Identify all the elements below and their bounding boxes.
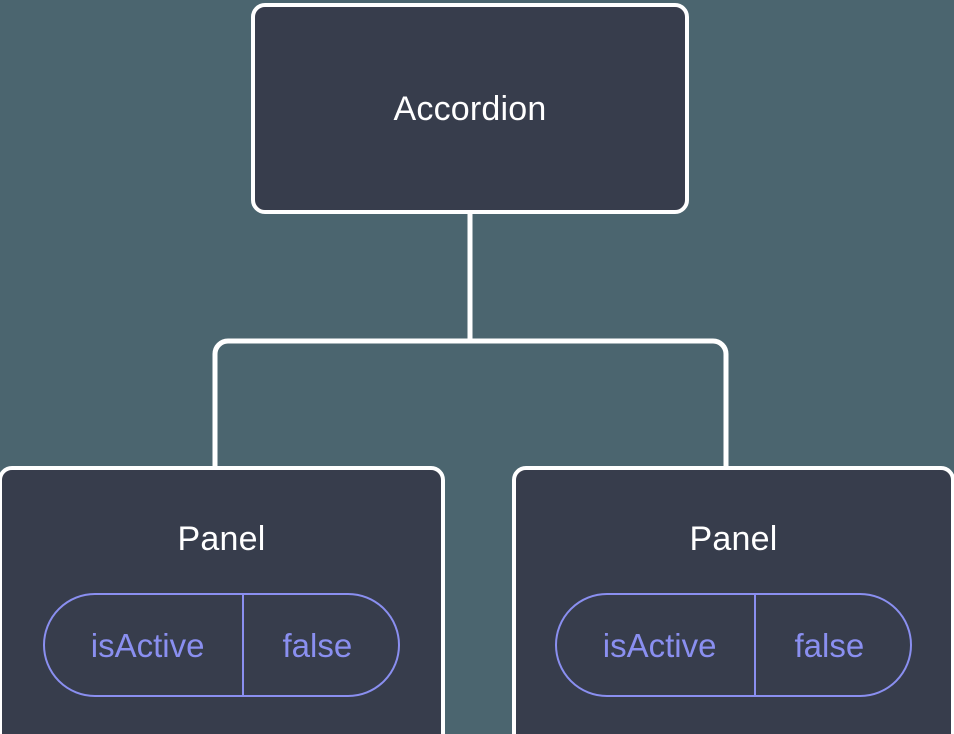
tree-node-panel-0[interactable]: Panel isActive false bbox=[0, 466, 445, 734]
node-title: Accordion bbox=[393, 89, 547, 128]
node-title: Panel bbox=[177, 520, 266, 558]
prop-name: isActive bbox=[602, 626, 717, 664]
prop-badge[interactable]: isActive false bbox=[42, 593, 401, 697]
prop-value: false bbox=[242, 595, 398, 695]
connector-branch-left bbox=[212, 338, 470, 470]
connector-branch-right bbox=[470, 338, 729, 470]
prop-name: isActive bbox=[90, 626, 205, 664]
tree-node-panel-1[interactable]: Panel isActive false bbox=[512, 466, 954, 734]
prop-badge[interactable]: isActive false bbox=[554, 593, 913, 697]
node-title: Panel bbox=[689, 520, 778, 558]
prop-value: false bbox=[754, 595, 910, 695]
tree-node-accordion[interactable]: Accordion bbox=[251, 3, 689, 214]
